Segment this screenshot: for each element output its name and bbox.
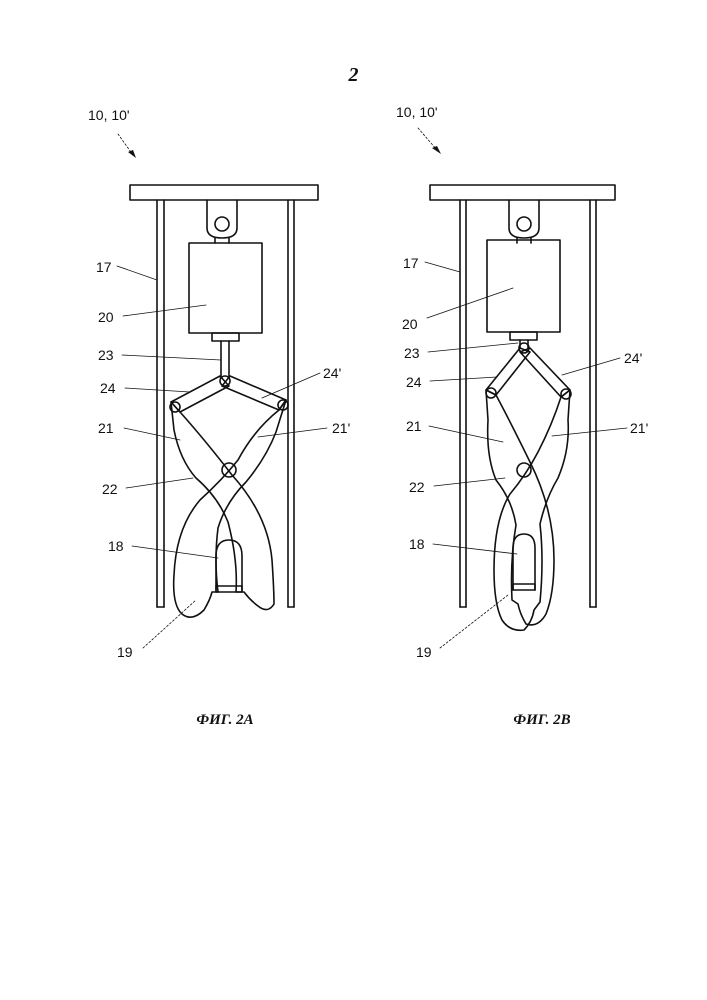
device-arrow [432,146,441,154]
label-18: 18 [108,538,124,554]
figure-2b-drawing: 10, 10' 17 20 23 24 24' 21 21' 22 18 19 [303,0,707,700]
label-23: 23 [404,345,420,361]
label-22: 22 [102,481,118,497]
top-plate [430,185,615,200]
label-21: 21 [406,418,422,434]
label-21-prime: 21' [630,420,648,436]
label-17: 17 [96,259,112,275]
top-plate [130,185,318,200]
bar-19 [513,584,535,590]
label-24-prime: 24' [624,350,642,366]
label-10: 10, 10' [88,107,130,123]
rod-23 [221,341,229,378]
label-18: 18 [409,536,425,552]
device-arrow [128,150,136,158]
linkages-24 [171,376,286,412]
label-10: 10, 10' [396,104,438,120]
actuator-body-20 [189,243,262,333]
hanger-bracket [509,200,539,243]
leader-lines [117,134,327,648]
label-22: 22 [409,479,425,495]
label-23: 23 [98,347,114,363]
actuator-collar [212,333,239,341]
linkages-24 [486,348,570,397]
figure-2b-caption: ФИГ. 2В [442,712,642,729]
hanger-bracket [207,200,237,243]
label-24: 24 [406,374,422,390]
loop-18 [216,540,242,590]
label-20: 20 [402,316,418,332]
figure-2a-caption: ФИГ. 2А [125,712,325,729]
jaw-21-prime [174,400,286,617]
label-19: 19 [416,644,432,660]
actuator-collar [510,332,537,340]
label-24: 24 [100,380,116,396]
label-20: 20 [98,309,114,325]
label-17: 17 [403,255,419,271]
frame-rails-17 [460,200,596,607]
label-19: 19 [117,644,133,660]
label-21: 21 [98,420,114,436]
bar-19 [216,586,242,592]
jaw-21 [171,402,274,610]
actuator-body-20 [487,240,560,332]
jaw-21-prime [494,390,570,630]
loop-18 [513,534,535,590]
